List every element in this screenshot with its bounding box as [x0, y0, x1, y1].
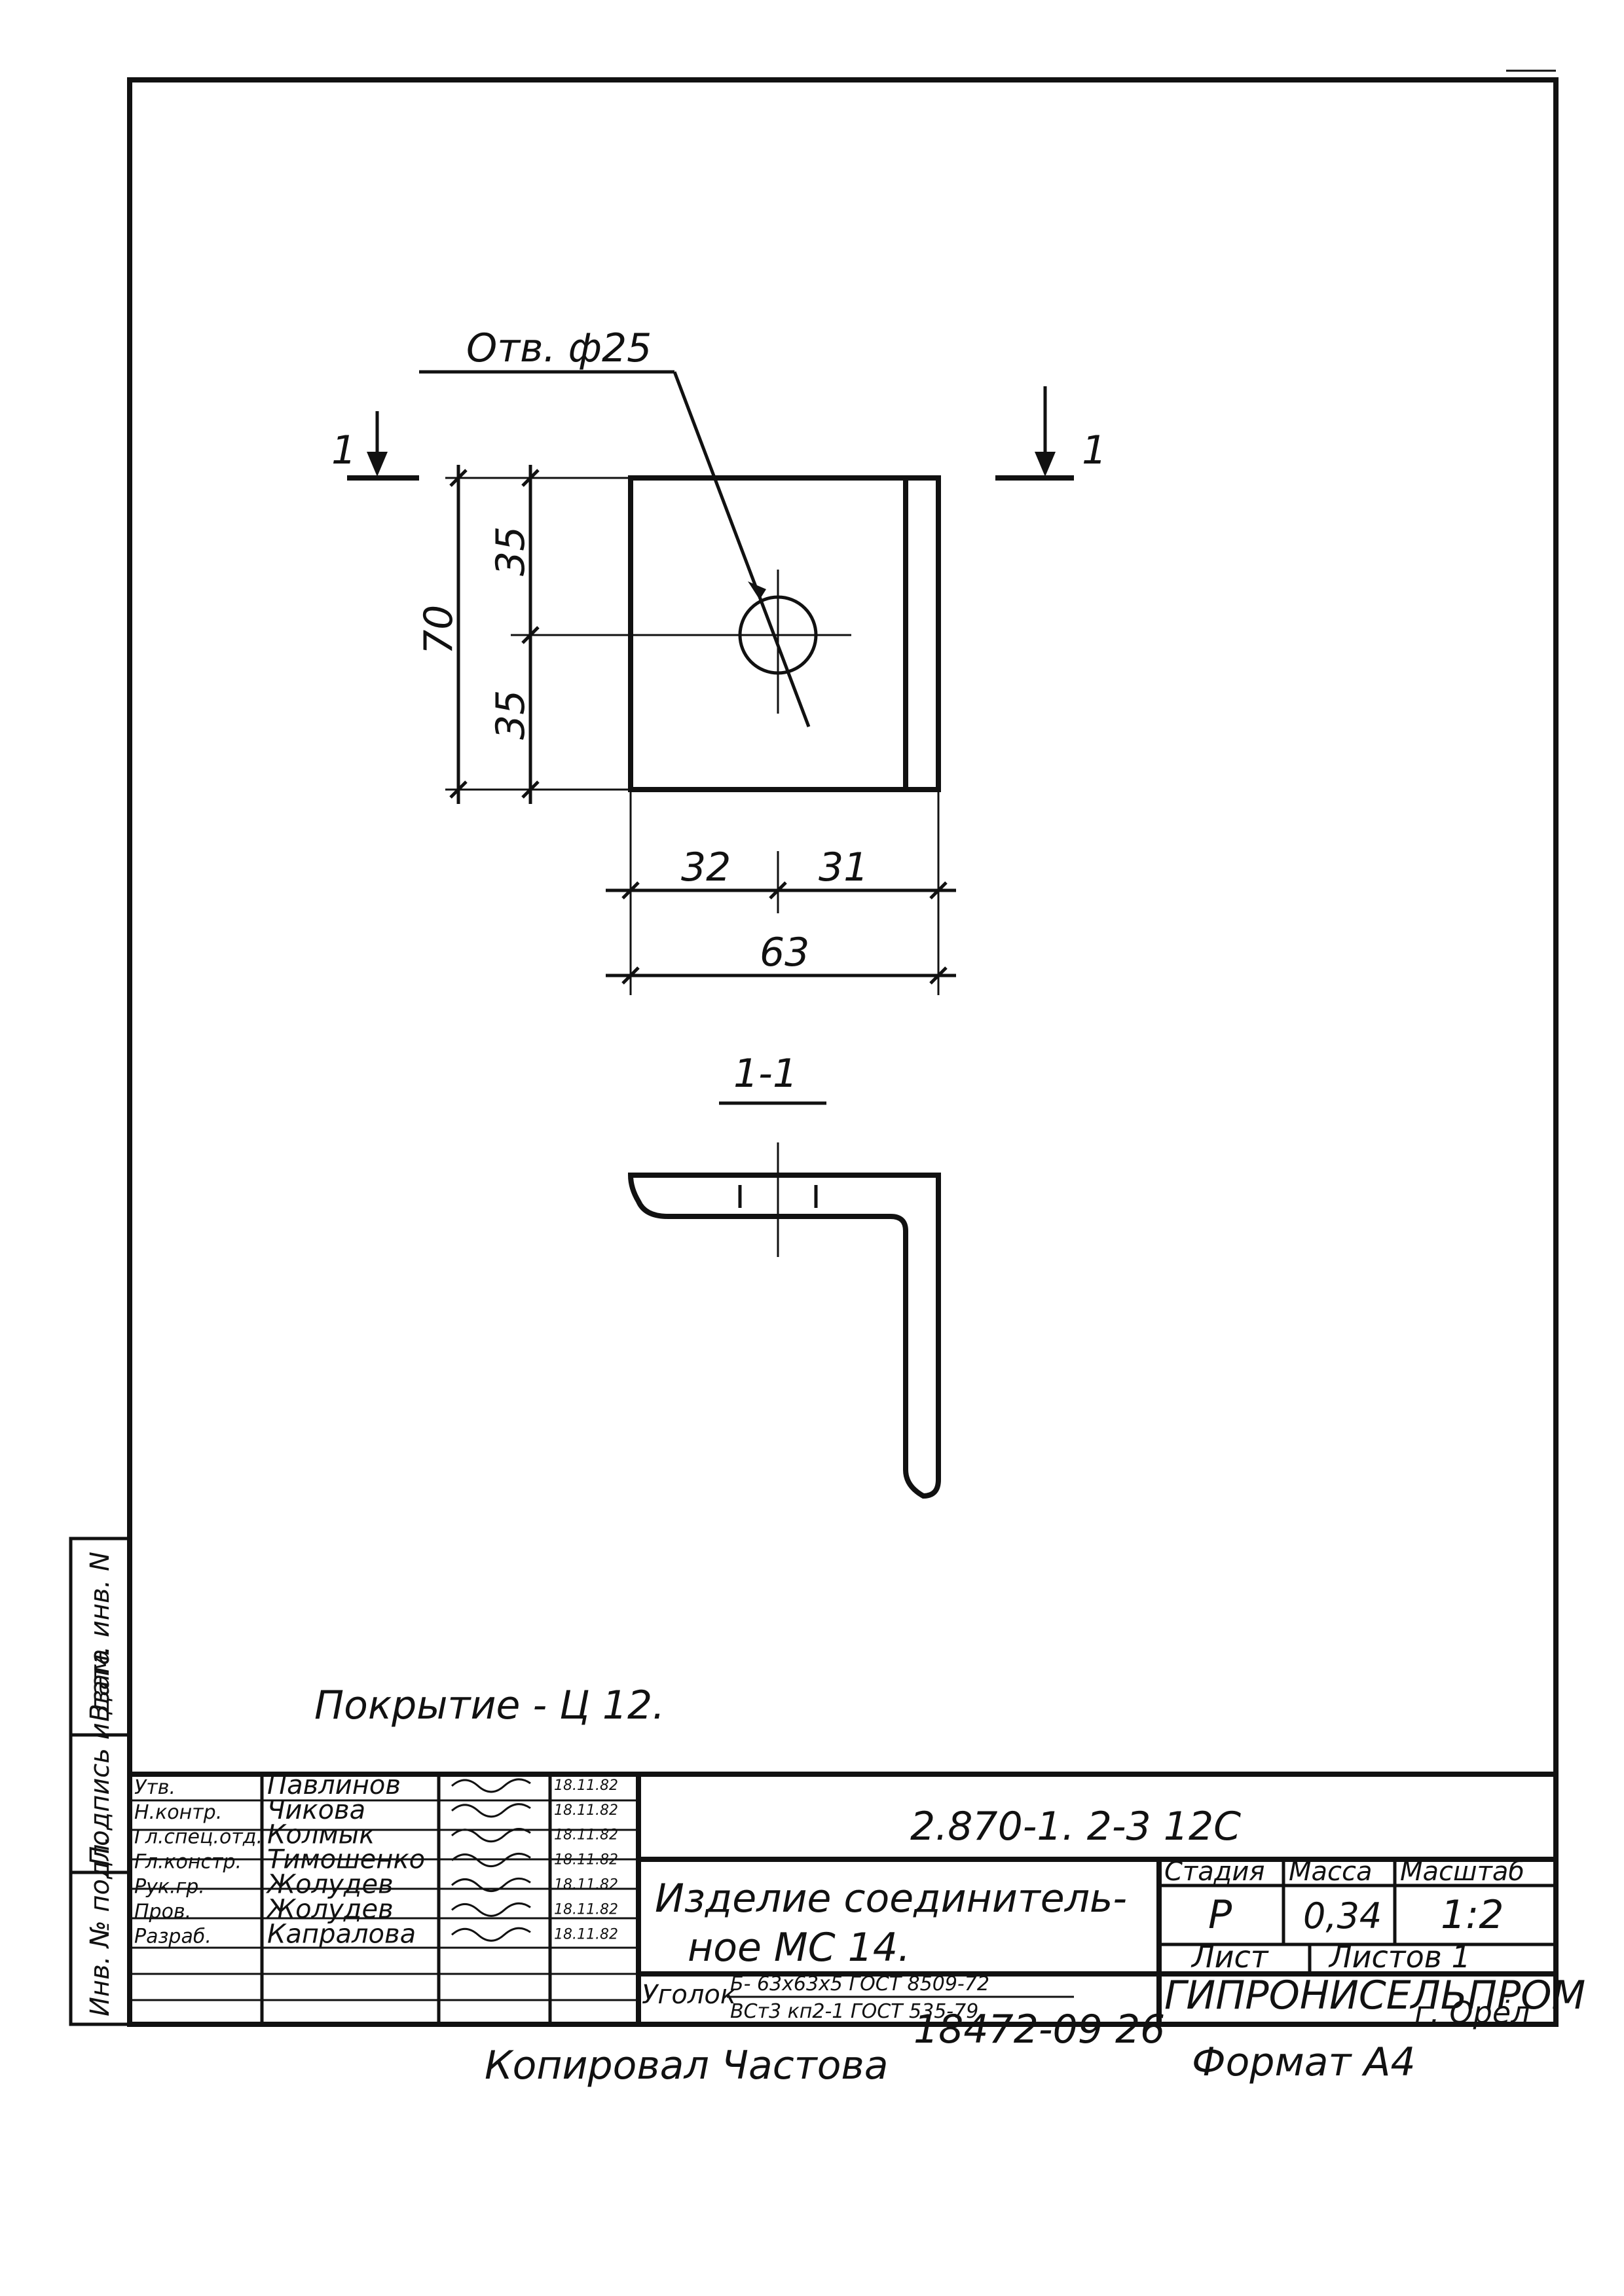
- person-role: Разраб.: [134, 1925, 212, 1948]
- scale-label: Масштаб: [1400, 1857, 1524, 1887]
- coating-note: Покрытие - Ц 12.: [314, 1683, 665, 1728]
- person-name: Колмык: [267, 1820, 375, 1850]
- sheets-label: Листов 1: [1328, 1939, 1471, 1975]
- signature-mark: [451, 1828, 531, 1843]
- dim-lower-half: 35: [488, 690, 534, 740]
- plan-view: Отв. ф25 1 1 70 35 35: [331, 325, 1107, 995]
- angle-profile: [627, 1173, 941, 1499]
- horizontal-dimensions: 32 31 63: [606, 790, 956, 995]
- signature-mark: [451, 1927, 531, 1942]
- hole-callout: Отв. ф25: [466, 325, 652, 371]
- org-city: г. Орёл: [1414, 1995, 1530, 2030]
- vertical-dimensions: 70 35 35: [416, 465, 674, 804]
- footer-number: 18472-09 26: [913, 2007, 1165, 2052]
- material-prefix: Уголок: [642, 1980, 736, 2010]
- person-role: Утв.: [134, 1776, 175, 1799]
- person-date: 18.11.82: [554, 1777, 618, 1794]
- stamp-sign-date: Подпись и дата: [85, 1649, 115, 1866]
- person-name: Чикова: [267, 1795, 365, 1825]
- person-name: Жолудев: [265, 1870, 394, 1900]
- sheet-label: Лист: [1190, 1939, 1269, 1975]
- person-name: Павлинов: [267, 1770, 401, 1800]
- person-date: 18.11.82: [554, 1926, 618, 1942]
- scale-value: 1:2: [1441, 1892, 1504, 1938]
- dim-left-part: 32: [681, 845, 731, 890]
- person-date: 18.11.82: [554, 1827, 618, 1844]
- section-mark-left: 1: [331, 428, 356, 473]
- person-name: Капралова: [267, 1919, 416, 1949]
- stage-value: Р: [1208, 1892, 1232, 1938]
- person-date: 18.11.82: [554, 1901, 618, 1918]
- dim-upper-half: 35: [488, 526, 534, 576]
- callout-arrow: [748, 581, 766, 600]
- drawing-frame: [127, 77, 1559, 2027]
- mass-label: Масса: [1289, 1857, 1373, 1887]
- stamp-replace-inv: Взам. инв. N: [85, 1552, 115, 1722]
- section-title: 1-1: [733, 1051, 798, 1097]
- plate-outline: [628, 475, 941, 792]
- callout-leader: [673, 371, 811, 727]
- mass-value: 0,34: [1303, 1895, 1382, 1937]
- dim-total-height: 70: [416, 605, 462, 655]
- signature-mark: [451, 1902, 531, 1917]
- side-stamp: Взам. инв. N Подпись и дата Инв. № подл.: [69, 1537, 132, 2026]
- product-name-line1: Изделие соединитель-: [655, 1876, 1127, 1922]
- stage-label: Стадия: [1164, 1857, 1264, 1887]
- dim-right-part: 31: [819, 845, 868, 890]
- person-role: Гл.констр.: [134, 1851, 242, 1874]
- person-role: Гл.спец.отд.: [134, 1826, 263, 1849]
- person-date: 18.11.82: [554, 1802, 618, 1819]
- dim-total-width: 63: [760, 930, 809, 975]
- person-date: 18.11.82: [554, 1852, 618, 1868]
- doc-code: 2.870-1. 2-3 12С: [910, 1804, 1241, 1850]
- person-role: Рук.гр.: [134, 1876, 205, 1899]
- section-arrowhead-right: [1035, 452, 1056, 477]
- material-top: Б- 63х63х5 ГОСТ 8509-72: [730, 1973, 989, 1995]
- section-view: 1-1: [627, 1051, 941, 1499]
- section-mark-right: 1: [1082, 428, 1107, 473]
- signature-mark: [451, 1878, 531, 1892]
- signature-mark: [451, 1803, 531, 1818]
- footer-copied: Копировал Частова: [485, 2043, 889, 2088]
- person-name: Тимошенко: [267, 1845, 425, 1875]
- footer-format: Формат А4: [1192, 2039, 1416, 2085]
- material-bottom: ВСт3 кп2-1 ГОСТ 535-79: [730, 2000, 978, 2023]
- person-date: 18.11.82: [554, 1877, 618, 1893]
- org-name: ГИПРОНИСЕЛЬПРОМ: [1164, 1973, 1585, 2018]
- signature-mark: [451, 1778, 531, 1793]
- section-arrowhead-left: [367, 452, 388, 477]
- signature-mark: [451, 1853, 531, 1868]
- product-name-line2: ное МС 14.: [688, 1925, 910, 1971]
- person-name: Жолудев: [265, 1894, 394, 1924]
- stamp-inv-orig: Инв. № подл.: [85, 1836, 115, 2016]
- person-role: Н.контр.: [134, 1801, 222, 1824]
- person-role: Пров.: [134, 1900, 191, 1923]
